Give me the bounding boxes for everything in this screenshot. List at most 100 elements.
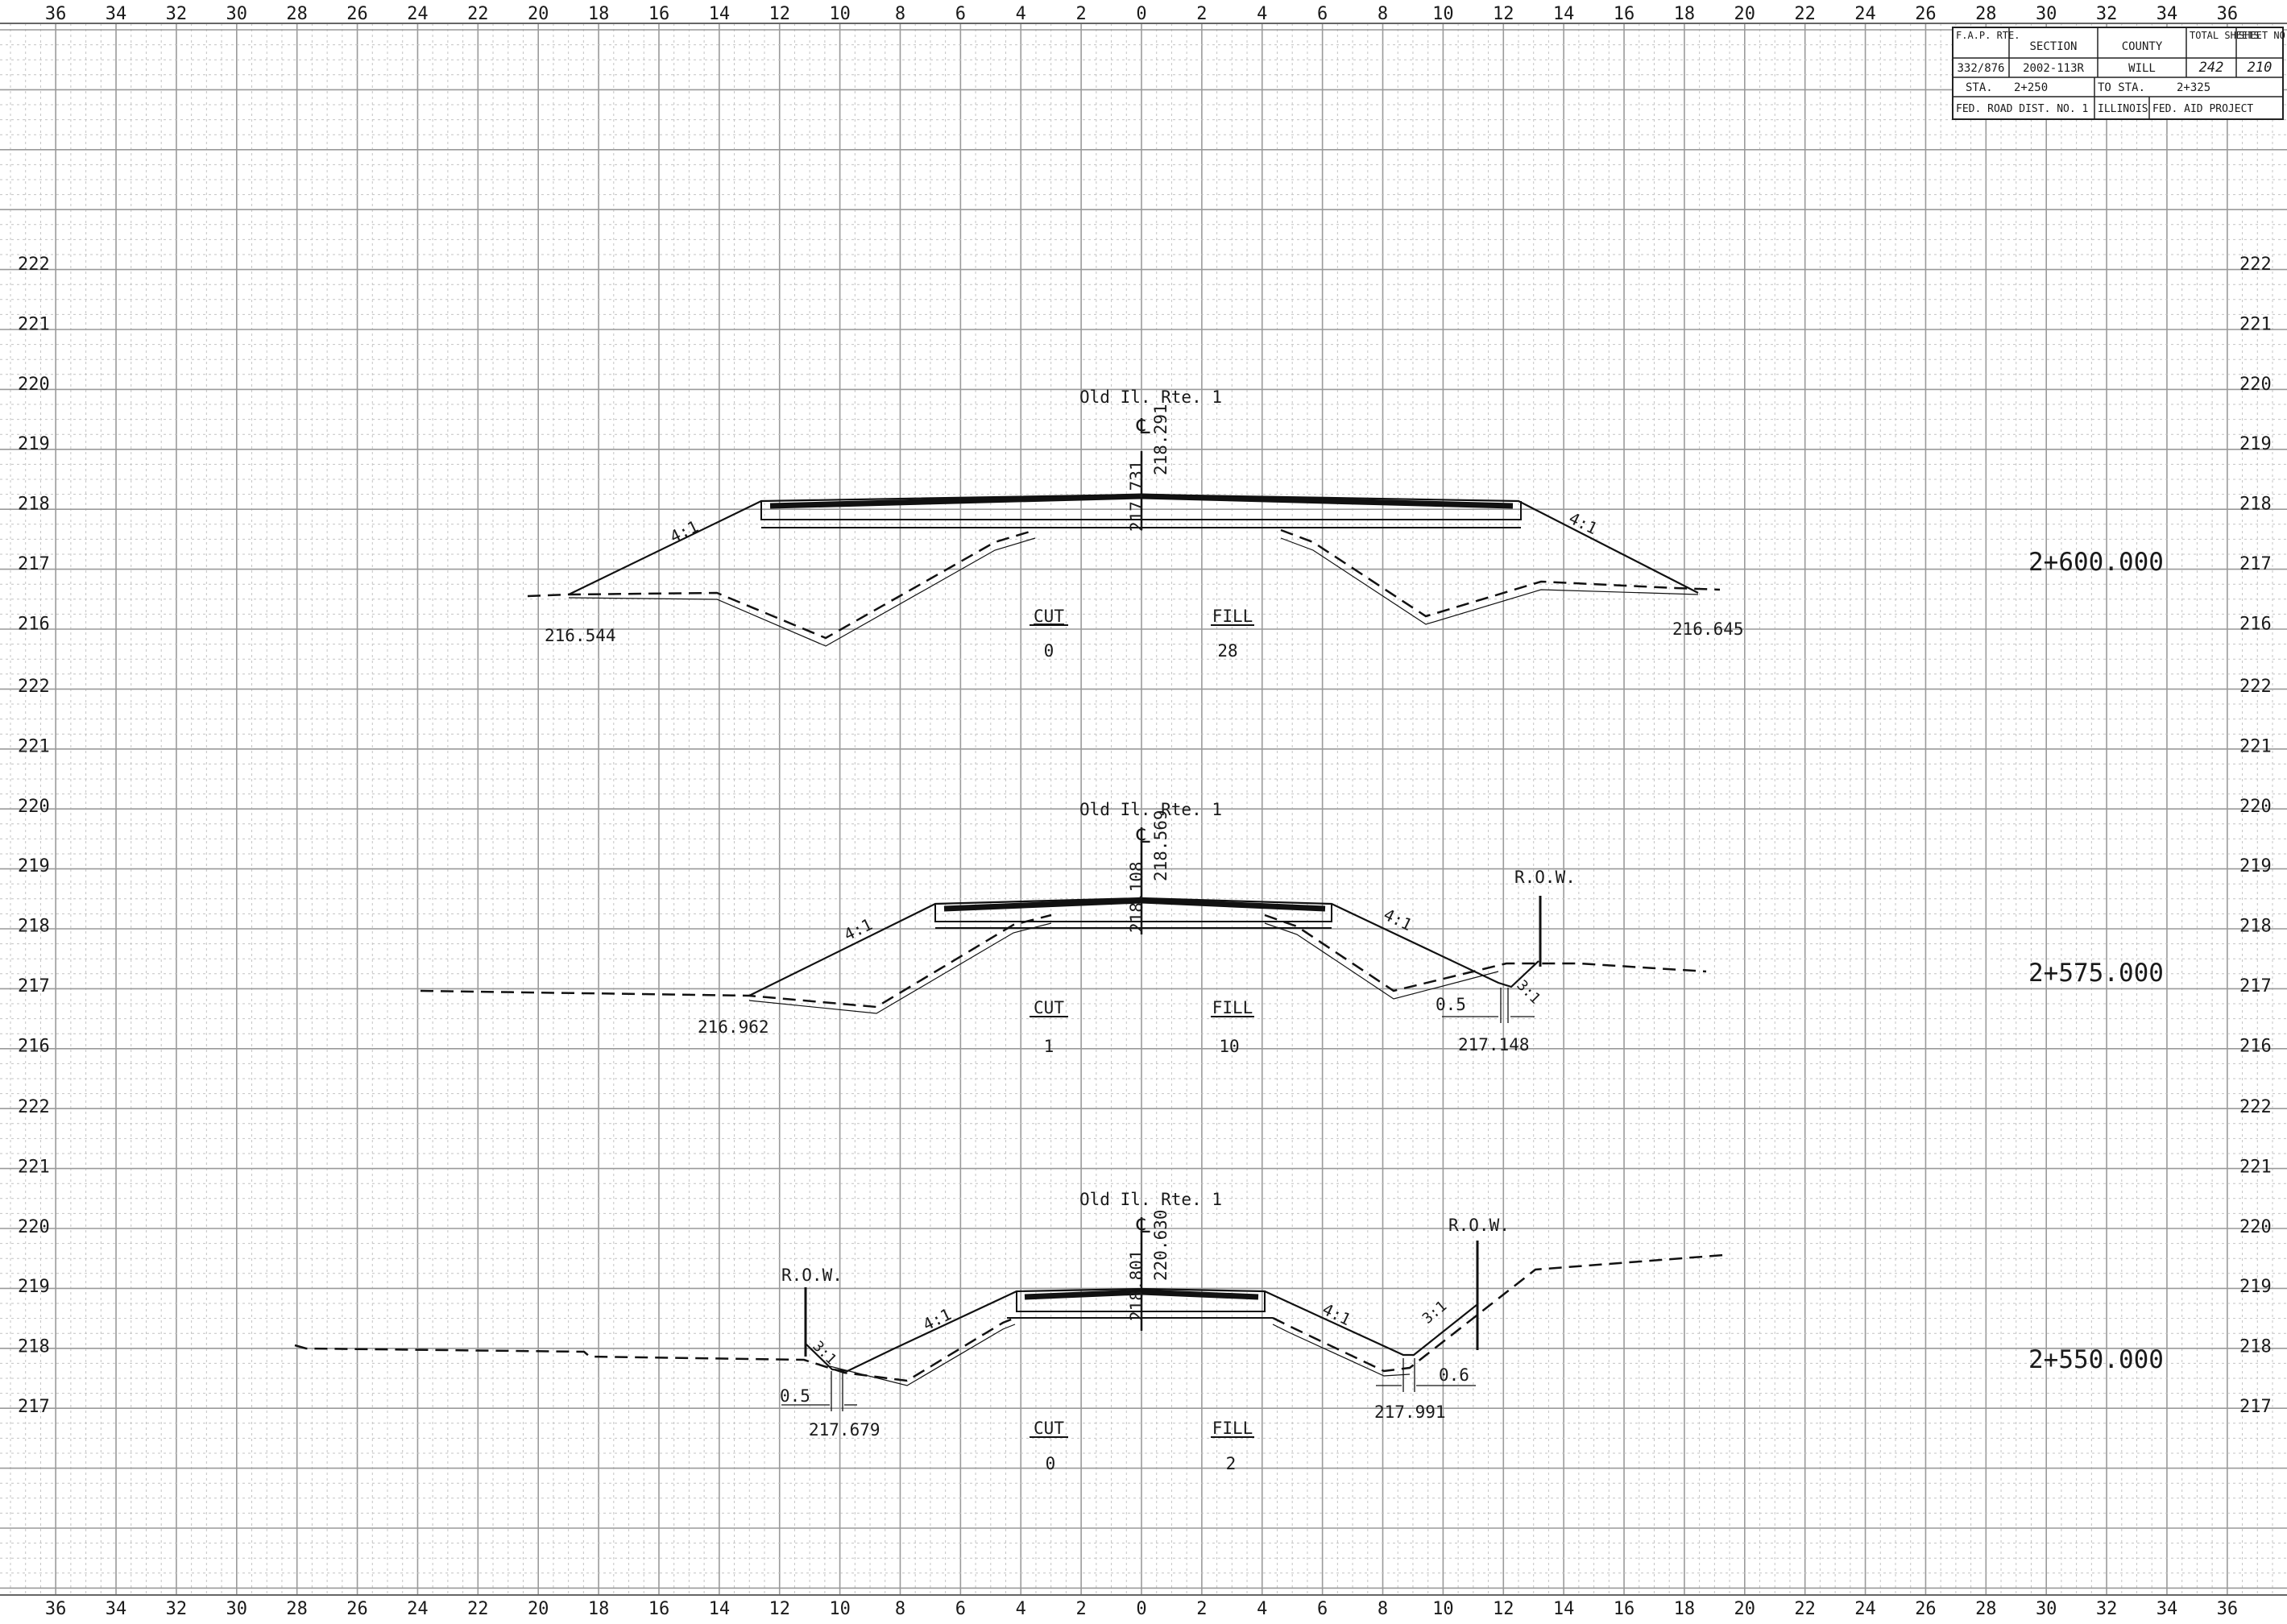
sta-to-value: 2+325 (2177, 81, 2210, 94)
offset-label: 2 (1196, 4, 1207, 24)
elevation-label-left: 217 (18, 1397, 50, 1417)
offset-label: 16 (1614, 1599, 1635, 1619)
offset-label: 28 (1975, 4, 1997, 24)
sheet-no-label: SHEET NO. (2239, 30, 2287, 41)
elevation-label-left: 219 (18, 1277, 50, 1297)
offset-label: 12 (769, 4, 790, 24)
cut-label: CUT (1034, 1419, 1064, 1438)
offset-label: 28 (286, 1599, 308, 1619)
offset-label: 26 (1915, 1599, 1937, 1619)
road-name: Old Il. Rte. 1 (1079, 800, 1222, 819)
offset-label: 26 (346, 1599, 368, 1619)
fap-rte-value: 332/876 (1957, 62, 2004, 75)
offset-label: 14 (1553, 1599, 1575, 1619)
elevation-label-left: 220 (18, 375, 50, 395)
fill-value: 10 (1219, 1037, 1239, 1056)
sta-from-value: 2+250 (2014, 81, 2048, 94)
right-catch-elevation: 216.645 (1672, 619, 1744, 639)
elevation-label-left: 221 (18, 736, 50, 756)
offset-label: 36 (45, 1599, 67, 1619)
elevation-label-right: 220 (2239, 797, 2272, 817)
profile-grade-elevation: 218.569 (1151, 810, 1170, 881)
offset-label: 32 (2096, 1599, 2118, 1619)
offset-label: 12 (1493, 4, 1514, 24)
elevation-label-left: 221 (18, 1157, 50, 1177)
elevation-label-left: 222 (18, 1097, 50, 1117)
elevation-label-left: 220 (18, 797, 50, 817)
offset-label: 6 (955, 4, 966, 24)
offset-label: 12 (1493, 1599, 1514, 1619)
offset-label: 8 (895, 4, 905, 24)
offset-label: 10 (1432, 4, 1454, 24)
right-ditch-elevation: 217.148 (1458, 1035, 1530, 1054)
sta-label: STA. (1966, 81, 1993, 94)
fill-label: FILL (1212, 998, 1253, 1017)
section-annotations: Old Il. Rte. 1 ℄ 220.630 218.801 4:1 4:1… (780, 1190, 2164, 1473)
station-label: 2+575.000 (2028, 959, 2164, 988)
fap-rte-label: F.A.P. RTE. (1956, 30, 2020, 41)
existing-ground-line (527, 528, 1721, 647)
station-label: 2+550.000 (2028, 1345, 2164, 1374)
offset-label: 2 (1075, 4, 1086, 24)
fill-label: FILL (1212, 607, 1253, 626)
offset-label: 16 (648, 4, 670, 24)
offset-label: 34 (2156, 1599, 2178, 1619)
cut-value: 1 (1044, 1037, 1054, 1056)
cut-label: CUT (1034, 998, 1064, 1017)
section-annotations: Old Il. Rte. 1 ℄ 218.569 218.108 4:1 4:1… (698, 800, 2164, 1056)
centerline-symbol: ℄ (1136, 1214, 1150, 1238)
station-label: 2+600.000 (2028, 548, 2164, 577)
offset-label: 20 (1734, 4, 1756, 24)
elevation-label-right: 221 (2239, 314, 2272, 334)
elevation-label-right: 217 (2239, 1397, 2272, 1417)
left-slope: 4:1 (841, 914, 876, 944)
offset-label: 2 (1075, 1599, 1086, 1619)
offset-label: 22 (1794, 1599, 1816, 1619)
right-ditch-width: 0.5 (1436, 995, 1466, 1014)
offset-label: 30 (226, 4, 248, 24)
offset-label: 26 (1915, 4, 1937, 24)
cut-label: CUT (1034, 607, 1064, 626)
profile-grade-elevation: 220.630 (1151, 1209, 1170, 1281)
offset-label: 14 (709, 1599, 731, 1619)
left-slope: 4:1 (920, 1304, 955, 1334)
elevation-label-left: 218 (18, 917, 50, 937)
offset-label: 30 (2036, 1599, 2057, 1619)
offset-label: 6 (955, 1599, 966, 1619)
offset-label: 24 (407, 1599, 429, 1619)
road-name: Old Il. Rte. 1 (1079, 387, 1222, 407)
centerline-elevation: 217.731 (1127, 460, 1146, 532)
elevation-label-right: 220 (2239, 1217, 2272, 1237)
right-backslope: 3:1 (1419, 1298, 1450, 1328)
offset-label: 20 (1734, 1599, 1756, 1619)
offset-label: 10 (829, 4, 851, 24)
offset-label: 18 (588, 4, 610, 24)
section-value: 2002-113R (2023, 62, 2084, 75)
offset-label: 20 (528, 1599, 549, 1619)
right-ditch-width: 0.6 (1439, 1365, 1469, 1385)
offset-label: 14 (709, 4, 731, 24)
offset-label: 4 (1016, 1599, 1026, 1619)
existing-ground-line (294, 1253, 1725, 1386)
sheet-no-value: 210 (2248, 60, 2272, 76)
elevation-label-right: 219 (2239, 856, 2272, 876)
offset-label: 22 (467, 1599, 489, 1619)
centerline-elevation: 218.108 (1127, 861, 1146, 933)
offset-label: 34 (106, 1599, 127, 1619)
offset-label: 18 (1674, 4, 1696, 24)
elevation-label-right: 217 (2239, 976, 2272, 996)
centerline-elevation: 218.801 (1127, 1249, 1146, 1321)
offset-label: 6 (1317, 4, 1328, 24)
county-label: COUNTY (2122, 40, 2163, 53)
right-slope: 4:1 (1566, 508, 1601, 538)
offset-label: 10 (829, 1599, 851, 1619)
left-slope: 4:1 (667, 516, 702, 546)
project-label: FED. AID PROJECT (2152, 103, 2253, 115)
offset-label: 0 (1136, 1599, 1146, 1619)
elevation-label-left: 216 (18, 614, 50, 634)
